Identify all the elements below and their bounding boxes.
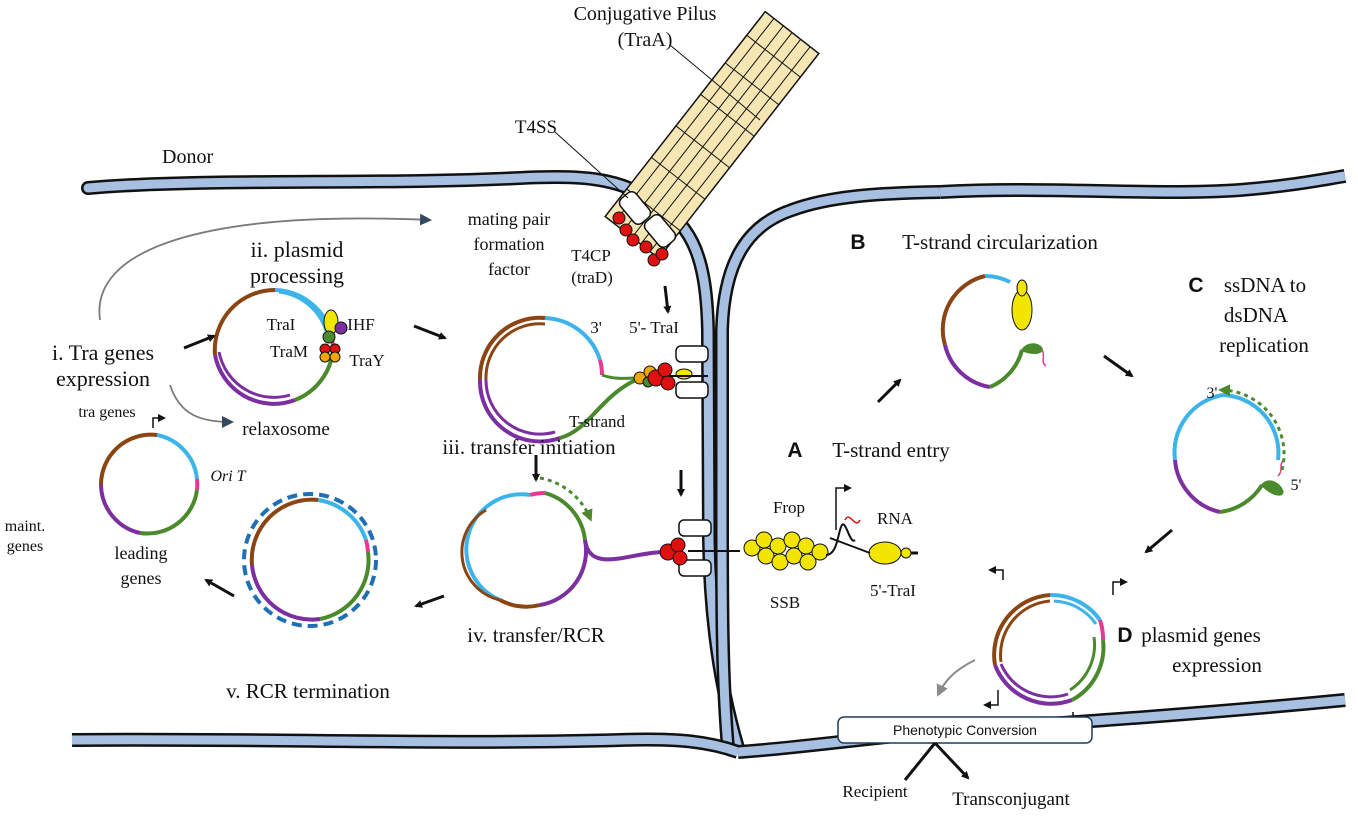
step-B-text: T-strand circularization [902,230,1098,254]
step-ii-line-2: processing [250,263,344,288]
membrane-channel-2 [678,519,712,577]
pilus-title: Conjugative Pilus [574,3,717,25]
arrow-A-to-B [876,378,902,404]
ihf-label: IHF [347,315,374,334]
step-D-line-2: expression [1172,653,1262,677]
plasmid-donor-initial [98,414,200,536]
arrow-i-to-ii [183,334,216,350]
C-three-prime: 3' [1207,385,1218,402]
arrow-D-to-phenotypic [936,659,976,697]
tra-genes-label: tra genes [78,404,135,421]
ssb-label: SSB [770,593,800,612]
five-prime-traI-label: 5'- TraI [629,318,679,337]
step-C-line-3: replication [1219,333,1309,357]
five-prime-traI-recipient: 5'-TraI [870,581,916,600]
t4ss-channel-top [618,191,677,248]
step-B-letter: B [850,231,865,254]
traM-label: TraM [270,342,308,361]
arrow-v-to-i [204,578,235,598]
traI-label: TraI [267,315,296,334]
maint-genes-line-2: genes [7,538,43,555]
mating-pair-line-1: mating pair [468,209,550,229]
arrow-to-recipient [903,742,937,781]
step-C-line-1: ssDNA to [1224,273,1306,297]
t4cp-label: T4CP [571,246,611,265]
phenotypic-conversion-label: Phenotypic Conversion [893,722,1037,738]
phenotypic-conversion-box [837,716,1093,744]
pilus-pointer-line [669,44,761,121]
traY-label: TraY [349,351,384,370]
step-ii-line-1: ii. plasmid [251,237,344,262]
donor-label: Donor [162,146,213,168]
pilus-subtitle: (TraA) [618,29,673,51]
arrow-to-relaxosome [169,384,234,428]
arrow-to-mating-pair [98,213,432,321]
step-D-letter: D [1117,624,1132,647]
oriT-label: Ori T [210,468,246,485]
maint-genes-line-1: maint. [5,518,45,535]
t4ss-pointer-line [554,131,629,199]
membrane-channel-1 [675,345,709,399]
step-A-letter: A [787,439,802,462]
traD-label: (traD) [571,268,613,287]
leading-genes-line-2: genes [121,568,162,588]
donor-membrane-top [81,170,652,203]
recipient-label: Recipient [842,782,907,801]
relaxosome-label: relaxosome [242,419,330,440]
plasmid-transfer-initiation [477,315,708,444]
plasmid-rcr-termination [242,492,378,628]
recipient-membrane-top [939,169,1347,199]
leading-genes-line-1: leading [115,543,168,563]
arrow-ii-to-iii [413,324,447,340]
plasmid-transfer-rcr [460,476,740,609]
arrow-B-to-C [1103,354,1134,378]
t4cp-traD-complex [612,211,669,267]
recipient-membrane-left [715,185,941,749]
C-five-prime: 5' [1291,477,1302,494]
arrow-iv-to-v [414,594,445,608]
ssb-complex [743,484,918,571]
step-i-line-1: i. Tra genes [52,340,154,365]
transconjugant-label: Transconjugant [952,789,1070,810]
step-C-letter: C [1188,274,1203,297]
plasmid-processing [212,287,348,406]
step-iv-label: iv. transfer/RCR [467,623,604,647]
plasmid-recipient-expression [983,566,1128,727]
arrow-to-transconjugant [933,741,970,780]
step-D-line-1: plasmid genes [1141,623,1261,647]
three-prime-label: 3' [590,318,602,337]
plasmid-recipient-replication [1172,384,1286,514]
step-iii-label: iii. transfer initiation [442,435,616,459]
arrow-C-to-D [1144,528,1173,554]
step-v-label: v. RCR termination [226,679,390,703]
step-A-text: T-strand entry [832,438,950,462]
plasmid-recipient-circularization [940,273,1047,389]
t4ss-label: T4SS [515,117,557,138]
step-C-line-2: dsDNA [1224,303,1289,327]
rna-label: RNA [877,509,914,528]
donor-membrane-bottom [71,732,741,759]
mating-pair-line-2: formation [474,234,545,254]
arrow-t4cp-down [663,285,672,314]
t-strand-label: T-strand [569,412,626,431]
mating-pair-line-3: factor [488,259,530,279]
step-i-line-2: expression [56,366,150,391]
frop-label: Frop [773,498,805,517]
